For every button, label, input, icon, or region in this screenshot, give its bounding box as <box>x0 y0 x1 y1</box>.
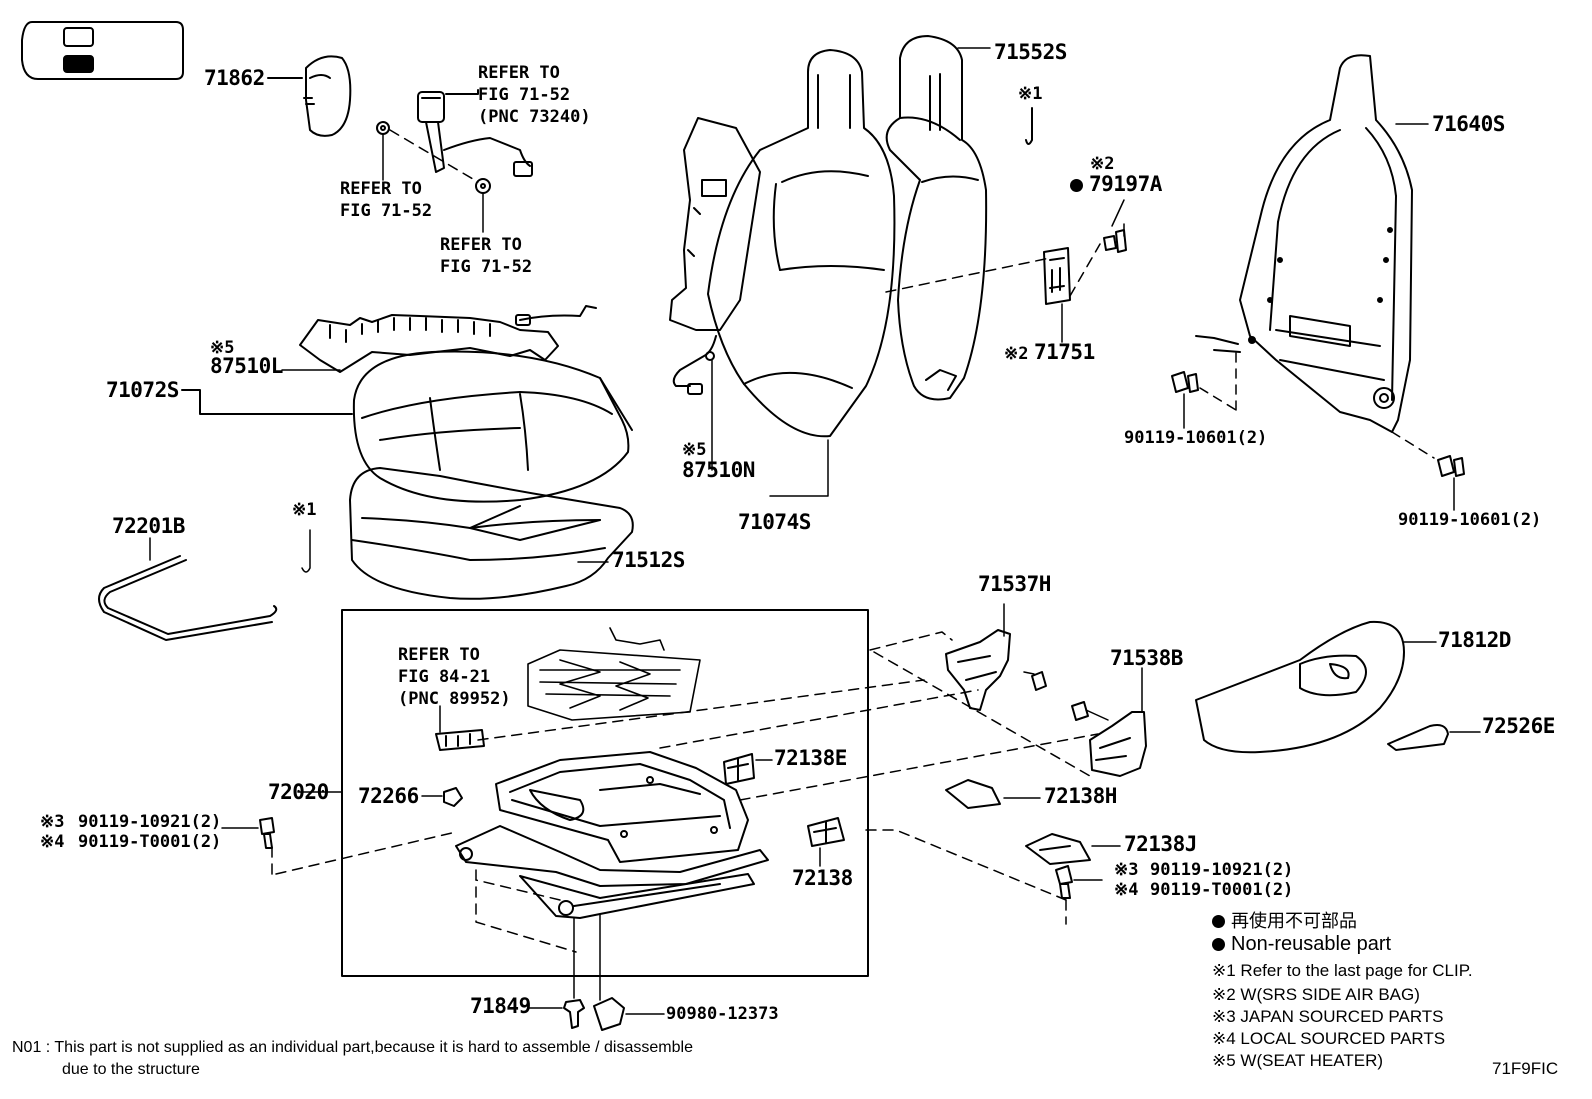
part-label-90119-t0001[interactable]: 90119-T0001(2) <box>78 832 222 852</box>
part-label-72020[interactable]: 72020 <box>268 780 329 804</box>
refer-to-belt-anchor[interactable]: REFER TO FIG 71-52 <box>440 235 533 277</box>
legend-note-4: ※4 LOCAL SOURCED PARTS <box>1212 1029 1446 1048</box>
legend-non-reusable-en: Non-reusable part <box>1212 934 1391 954</box>
adjuster-link-part-72138e <box>723 753 773 785</box>
non-reusable-icon <box>1212 938 1225 951</box>
part-label-72266[interactable]: 72266 <box>358 784 419 808</box>
part-label-71812d[interactable]: 71812D <box>1438 628 1511 652</box>
note-mark-4: ※4 <box>1114 880 1139 900</box>
seat-belt-buckle-part <box>376 89 533 233</box>
seat-track-assembly-box <box>341 609 869 977</box>
seat-cushion-pad-part <box>301 467 634 600</box>
footnote-line-1: N01 : This part is not supplied as an in… <box>12 1039 693 1056</box>
part-label-71538b[interactable]: 71538B <box>1110 646 1183 670</box>
frame-bolts <box>1171 349 1465 511</box>
part-label-90119-10921[interactable]: 90119-10921(2) <box>78 812 222 832</box>
track-bolt-left <box>221 817 275 849</box>
hinge-bracket-part-71537h <box>945 603 1047 711</box>
seat-heater-cushion-part <box>281 305 597 373</box>
part-label-72138j[interactable]: 72138J <box>1124 832 1197 856</box>
part-label-90119-10601[interactable]: 90119-10601(2) <box>1398 510 1542 530</box>
non-reusable-icon <box>1070 179 1083 192</box>
note-mark-5: ※5 <box>210 338 235 358</box>
headrest-cover-part <box>267 55 352 137</box>
seat-spring-mat-part <box>527 627 701 721</box>
refer-to-seat-belt[interactable]: REFER TO FIG 71-52 (PNC 73240) <box>478 63 591 127</box>
seatback-cover-part <box>669 49 896 497</box>
seat-cushion-cover-part <box>181 350 633 503</box>
part-label-90119-10601[interactable]: 90119-10601(2) <box>1124 428 1268 448</box>
seat-adjuster-part <box>455 751 769 1001</box>
note-mark-5: ※5 <box>682 440 707 460</box>
part-label-71537h[interactable]: 71537H <box>978 572 1051 596</box>
note-mark-1: ※1 <box>1018 84 1043 104</box>
legend-note-1: ※1 Refer to the last page for CLIP. <box>1212 961 1473 980</box>
note-mark-1: ※1 <box>292 500 317 520</box>
non-reusable-icon <box>1212 915 1225 928</box>
assembly-guide-lines <box>271 631 1099 953</box>
track-end-parts <box>527 997 665 1031</box>
note-mark-4: ※4 <box>40 832 65 852</box>
part-label-71849[interactable]: 71849 <box>470 994 531 1018</box>
part-label-71512s[interactable]: 71512S <box>612 548 685 572</box>
part-label-87510l[interactable]: 87510L <box>210 354 283 378</box>
part-label-90980-12373[interactable]: 90980-12373 <box>666 1004 779 1024</box>
track-cover-part-72138h <box>945 779 1041 809</box>
note-mark-3: ※3 <box>40 812 65 832</box>
track-cover-part-72138j <box>1025 833 1121 865</box>
part-label-72526e[interactable]: 72526E <box>1482 714 1555 738</box>
part-label-79197a[interactable]: 79197A <box>1070 174 1162 195</box>
illustration-code: 71F9FIC <box>1492 1059 1559 1078</box>
note-mark-2: ※2 <box>1004 344 1029 364</box>
part-label-71640s[interactable]: 71640S <box>1432 112 1505 136</box>
power-seat-switch-part <box>435 705 485 751</box>
part-label-71862[interactable]: 71862 <box>204 66 265 90</box>
hinge-bracket-part-71538b <box>1071 667 1147 777</box>
part-label-72138h[interactable]: 72138H <box>1044 784 1117 808</box>
adjuster-link-part-72138 <box>807 817 845 867</box>
seatback-pad-part <box>885 35 1051 401</box>
note-mark-2: ※2 <box>1090 154 1115 174</box>
refer-to-seat-switch[interactable]: REFER TO FIG 84-21 (PNC 89952) <box>398 645 511 709</box>
part-label-71072s[interactable]: 71072S <box>106 378 179 402</box>
refer-to-belt-anchor[interactable]: REFER TO FIG 71-52 <box>340 179 433 221</box>
part-label-72201b[interactable]: 72201B <box>112 514 185 538</box>
legend-note-5: ※5 W(SEAT HEATER) <box>1212 1051 1384 1070</box>
recliner-cover-part <box>1387 724 1481 751</box>
part-label-72138[interactable]: 72138 <box>792 866 853 890</box>
part-label-71751[interactable]: 71751 <box>1034 340 1095 364</box>
side-airbag-bracket-part <box>1043 199 1127 343</box>
part-label-72138e[interactable]: 72138E <box>774 746 847 770</box>
part-label-71074s[interactable]: 71074S <box>738 510 811 534</box>
legend-note-3: ※3 JAPAN SOURCED PARTS <box>1212 1007 1444 1026</box>
clip-part <box>1025 107 1033 145</box>
seatback-frame-part <box>1195 54 1429 433</box>
seat-position-icon <box>21 21 184 80</box>
seat-side-shield-part <box>1195 620 1437 754</box>
part-label-71552s[interactable]: 71552S <box>994 40 1067 64</box>
legend-note-2: ※2 W(SRS SIDE AIR BAG) <box>1212 985 1420 1004</box>
cushion-wire-part <box>98 537 278 641</box>
legend-non-reusable-jp: 再使用不可部品 <box>1212 912 1357 930</box>
part-label-90119-10921[interactable]: 90119-10921(2) <box>1150 860 1294 880</box>
track-bolt-right <box>1055 865 1103 899</box>
footnote-line-2: due to the structure <box>62 1061 200 1078</box>
wire-clip-part <box>421 787 463 807</box>
part-label-87510n[interactable]: 87510N <box>682 458 755 482</box>
note-mark-3: ※3 <box>1114 860 1139 880</box>
part-label-90119-t0001[interactable]: 90119-T0001(2) <box>1150 880 1294 900</box>
